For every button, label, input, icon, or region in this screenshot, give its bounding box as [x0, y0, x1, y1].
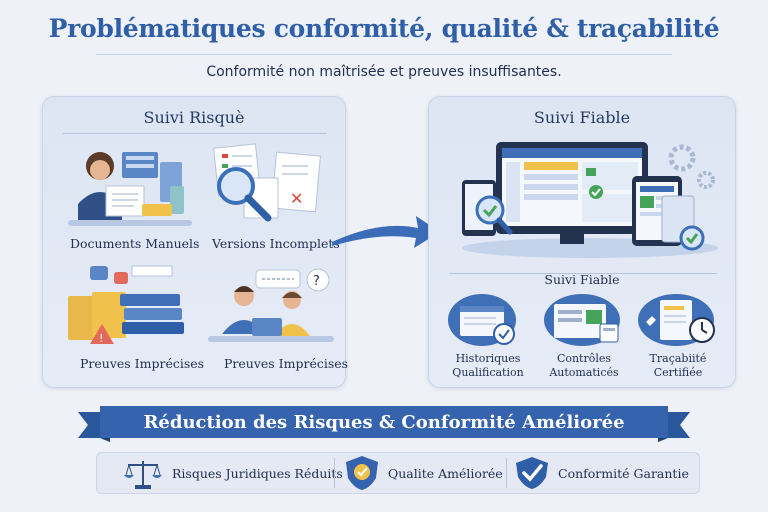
manual-documents-illustration: [68, 152, 192, 226]
svg-text:?: ?: [313, 274, 320, 289]
digital-dashboard-illustration: [462, 142, 718, 258]
caption-imprecise-evidence-2: Preuves Imprécises: [224, 356, 349, 371]
imprecise-evidence-people-illustration: ?: [208, 268, 334, 342]
title-divider: [96, 54, 672, 55]
feature-controls-line2: Automaticés: [549, 366, 619, 379]
benefit-legal-risk: Risques Juridiques Réduits: [120, 452, 343, 494]
reliable-panel-subtitle: Suivi Fiable: [544, 272, 620, 287]
feature-history: Historiques Qualification: [446, 352, 530, 380]
scales-of-justice-icon: [124, 461, 162, 489]
page-subtitle: Conformité non maîtrisée et preuves insu…: [206, 64, 562, 80]
history-icon: [448, 294, 516, 346]
benefit-legal-risk-label: Risques Juridiques Réduits: [172, 465, 343, 481]
imprecise-evidence-folders-illustration: !: [68, 265, 184, 345]
benefit-quality: Qualite Améliorée: [342, 452, 503, 494]
feature-traceability-line2: Certifiée: [653, 366, 703, 379]
caption-imprecise-evidence-1: Preuves Imprécises: [80, 356, 205, 371]
benefit-compliance-label: Conformité Garantie: [558, 465, 689, 481]
strip-divider: [334, 458, 335, 488]
feature-history-line1: Historiques: [455, 352, 521, 365]
feature-certified-traceability: Traçabiité Certifiée: [632, 352, 724, 380]
risky-panel-title: Suivi Risquè: [143, 108, 245, 127]
strip-divider: [506, 458, 507, 488]
feature-history-line2: Qualification: [452, 366, 524, 379]
ribbon-banner: [78, 406, 690, 442]
benefits-strip: [96, 452, 700, 494]
svg-text:!: !: [99, 332, 103, 345]
incomplete-versions-illustration: ✕: [213, 143, 321, 222]
automated-controls-icon: [544, 294, 620, 346]
feature-automated-controls: Contrôles Automaticés: [538, 352, 630, 380]
certified-traceability-icon: [638, 294, 715, 346]
transition-arrow-icon: [332, 216, 440, 248]
page-title: Problématiques conformité, qualité & tra…: [48, 14, 720, 43]
reliable-panel-title: Suivi Fiable: [533, 108, 631, 127]
quality-shield-badge-icon: [346, 456, 378, 490]
caption-manual-documents: Documents Manuels: [70, 236, 200, 251]
panel-divider: [63, 133, 327, 134]
caption-incomplete-versions: Versions Incomplets: [212, 236, 340, 251]
benefit-quality-label: Qualite Améliorée: [388, 465, 503, 481]
feature-traceability-line1: Traçabiité: [649, 352, 707, 365]
panel-divider: [449, 273, 717, 274]
banner-text: Réduction des Risques & Conformité Améli…: [143, 412, 625, 433]
svg-text:✕: ✕: [290, 189, 303, 208]
benefit-compliance: Conformité Garantie: [514, 452, 689, 494]
feature-controls-line1: Contrôles: [556, 352, 612, 365]
compliance-checkmark-shield-icon: [516, 457, 548, 489]
